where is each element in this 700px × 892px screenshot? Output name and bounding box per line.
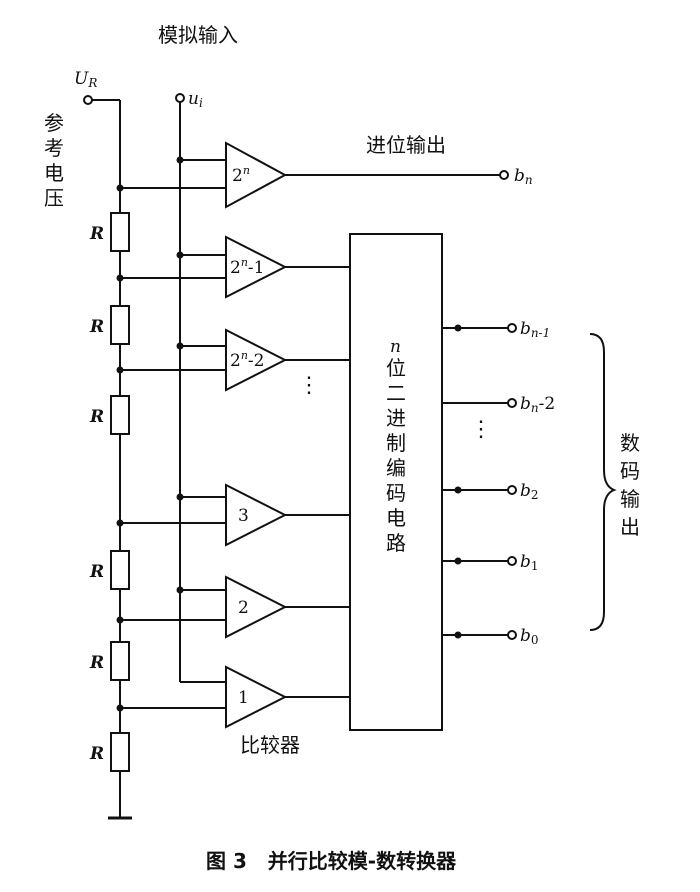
comparator-3	[225, 483, 288, 547]
junction-dot	[454, 486, 462, 494]
resistor-label: R	[89, 224, 104, 244]
comparator-2	[225, 575, 288, 639]
comparator-label: 2	[238, 598, 249, 618]
output-label-b1: b1	[520, 552, 539, 573]
encoder-char: 制	[386, 431, 406, 455]
resistor-2	[110, 305, 130, 345]
digital-output-char: 码	[620, 459, 640, 483]
junction-dot	[176, 586, 184, 594]
output-label-bn: bn	[514, 166, 533, 187]
ref-voltage-label: 参 考 电 压	[44, 111, 64, 210]
comparator-label: 1	[238, 688, 249, 708]
comparator-label: 2n-1	[230, 256, 264, 278]
junction-dot	[176, 156, 184, 164]
digital-output-char: 输	[620, 487, 640, 511]
comparator-ellipsis: ⋮	[298, 373, 320, 398]
comparator-label: 3	[238, 506, 249, 526]
ref-voltage-char: 参	[44, 111, 64, 135]
b1-terminal	[507, 556, 517, 566]
comparator-n1	[225, 235, 288, 299]
comparator-n	[225, 141, 288, 209]
encoder-char: 编	[386, 456, 406, 480]
output-label-b0: b0	[520, 626, 539, 647]
resistor-1	[110, 212, 130, 252]
ref-voltage-symbol: UR	[74, 69, 97, 90]
encoder-char: 电	[386, 506, 406, 530]
junction-dot	[176, 251, 184, 259]
encoder-block	[349, 233, 443, 731]
encoder-char: 码	[386, 481, 406, 505]
resistor-label: R	[89, 653, 104, 673]
encoder-n-label: n	[390, 337, 401, 357]
junction-dot	[176, 493, 184, 501]
junction-dot	[116, 704, 124, 712]
resistor-5	[110, 641, 130, 681]
ref-voltage-char: 压	[44, 186, 64, 210]
bn2-terminal	[507, 398, 517, 408]
ui-symbol: ui	[188, 89, 203, 110]
ui-terminal	[175, 93, 185, 103]
junction-dot	[116, 616, 124, 624]
b2-terminal	[507, 485, 517, 495]
junction-dot	[116, 366, 124, 374]
bn1-terminal	[507, 323, 517, 333]
comparator-n2	[225, 328, 288, 392]
comparator-label: 2n-2	[230, 349, 264, 371]
output-label-b2: b2	[520, 481, 539, 502]
analog-input-title: 模拟输入	[158, 23, 238, 47]
output-label-bn1: bn-1	[520, 319, 550, 340]
b0-terminal	[507, 630, 517, 640]
resistor-label: R	[89, 407, 104, 427]
digital-output-char: 数	[620, 431, 640, 455]
junction-dot	[454, 324, 462, 332]
encoder-char: 二	[386, 381, 406, 405]
resistor-label: R	[89, 317, 104, 337]
resistor-4	[110, 550, 130, 590]
encoder-char: 进	[386, 406, 406, 430]
encoder-char: 路	[386, 531, 406, 555]
output-ellipsis: ⋮	[470, 417, 492, 442]
bn-terminal	[499, 170, 509, 180]
ref-voltage-char: 考	[44, 136, 64, 160]
digital-output-label: 数 码 输 出	[620, 431, 640, 539]
resistor-label: R	[89, 562, 104, 582]
junction-dot	[454, 631, 462, 639]
carry-output-label: 进位输出	[366, 133, 446, 157]
resistor-label: R	[89, 744, 104, 764]
figure-caption: 图 3 并行比较模-数转换器	[206, 849, 457, 873]
comparator-1	[225, 665, 288, 729]
resistor-6	[110, 732, 130, 772]
junction-dot	[116, 519, 124, 527]
ref-voltage-char: 电	[44, 161, 64, 185]
output-label-bn2: bn-2	[520, 394, 555, 415]
encoder-char: 位	[386, 356, 406, 380]
junction-dot	[116, 274, 124, 282]
ref-terminal	[83, 95, 93, 105]
comparator-caption: 比较器	[240, 733, 300, 757]
digital-output-char: 出	[620, 515, 640, 539]
output-bracket	[589, 333, 617, 631]
encoder-text: 位 二 进 制 编 码 电 路	[386, 356, 406, 555]
junction-dot	[176, 342, 184, 350]
comparator-label: 2n	[232, 164, 250, 186]
junction-dot	[116, 184, 124, 192]
resistor-3	[110, 395, 130, 435]
junction-dot	[454, 557, 462, 565]
